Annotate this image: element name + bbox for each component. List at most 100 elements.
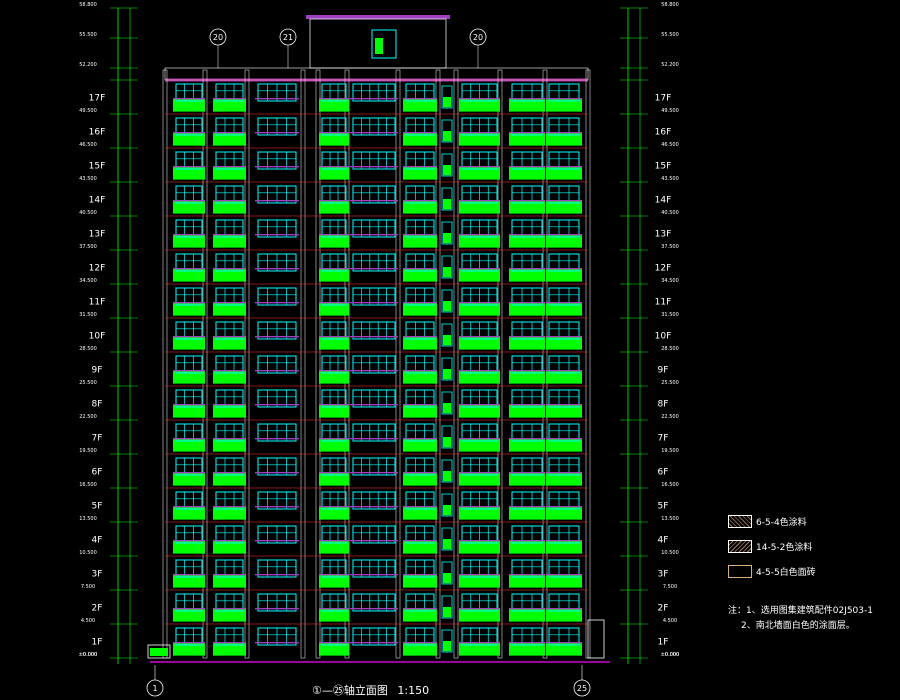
window xyxy=(405,321,435,340)
balcony-panel xyxy=(509,302,545,316)
window xyxy=(511,219,543,238)
note-line-2: 2、南北墙面白色的涂面层。 xyxy=(741,621,855,631)
floor-label: 14F xyxy=(89,195,106,205)
stair-panel xyxy=(443,165,451,176)
window xyxy=(215,559,244,578)
pilaster xyxy=(542,69,548,659)
floor-label: 9F xyxy=(92,365,103,375)
window xyxy=(215,627,244,646)
floor-label: 15F xyxy=(655,161,672,171)
window xyxy=(215,287,244,306)
elevation-label: 46.500 xyxy=(79,142,97,148)
window xyxy=(175,151,203,170)
elevation-label: 28.500 xyxy=(661,346,679,352)
window xyxy=(352,117,396,136)
elevation-label: 52.200 xyxy=(79,62,97,68)
balcony-panel xyxy=(173,166,205,180)
balcony-panel xyxy=(213,472,246,486)
balcony-panel xyxy=(319,438,349,452)
window xyxy=(405,423,435,442)
elevation-label: 25.500 xyxy=(79,380,97,386)
elevation-label: 34.500 xyxy=(79,278,97,284)
window xyxy=(321,593,347,612)
balcony-panel xyxy=(546,268,582,282)
balcony-panel xyxy=(509,404,545,418)
balcony-panel xyxy=(459,166,500,180)
balcony-panel xyxy=(546,200,582,214)
window xyxy=(511,117,543,136)
balcony-panel xyxy=(546,404,582,418)
window xyxy=(175,83,203,102)
roof-cap xyxy=(306,15,450,19)
floor-label: 4F xyxy=(92,535,103,545)
balcony-panel xyxy=(509,200,545,214)
stair-panel xyxy=(443,539,451,550)
window xyxy=(175,321,203,340)
balcony-panel xyxy=(403,642,437,656)
entry-left xyxy=(147,644,171,659)
window xyxy=(321,321,347,340)
axis-top-b-label: 21 xyxy=(283,33,293,42)
window xyxy=(511,423,543,442)
window xyxy=(511,321,543,340)
balcony-panel xyxy=(173,268,205,282)
window xyxy=(405,627,435,646)
window xyxy=(548,389,580,408)
stair-panel xyxy=(443,369,451,380)
balcony-panel xyxy=(546,574,582,588)
balcony-panel xyxy=(173,302,205,316)
elevation-label: 28.500 xyxy=(79,346,97,352)
window xyxy=(511,151,543,170)
balcony-panel xyxy=(173,98,205,112)
balcony-panel xyxy=(173,200,205,214)
balcony-panel xyxy=(403,472,437,486)
legend-swatch-paint-a xyxy=(728,515,752,528)
balcony-panel xyxy=(213,506,246,520)
balcony-panel xyxy=(459,574,500,588)
floor-label: 11F xyxy=(89,297,106,307)
stair-panel xyxy=(443,97,451,108)
stair-panel xyxy=(443,233,451,244)
window xyxy=(175,355,203,374)
floor-label: 15F xyxy=(89,161,106,171)
window xyxy=(215,185,244,204)
balcony-panel xyxy=(403,336,437,350)
right-dimension-column: 17F49.50016F46.50015F43.50014F40.50013F3… xyxy=(620,2,679,664)
window xyxy=(321,253,347,272)
stair-panel xyxy=(443,437,451,448)
balcony-panel xyxy=(319,642,349,656)
balcony-panel xyxy=(403,506,437,520)
window xyxy=(321,457,347,476)
stair-window xyxy=(441,527,453,551)
floor-label: 6F xyxy=(658,467,669,477)
entry-right xyxy=(587,619,605,659)
balcony-panel xyxy=(213,540,246,554)
legend-label-paint-b: 14-5-2色涂料 xyxy=(756,543,813,553)
stair-panel xyxy=(443,573,451,584)
stair-window xyxy=(441,425,453,449)
pilaster xyxy=(244,69,250,659)
balcony-panel xyxy=(213,200,246,214)
balcony-panel xyxy=(459,438,500,452)
balcony-panel xyxy=(509,166,545,180)
floor-label: 9F xyxy=(658,365,669,375)
balcony-panel xyxy=(509,540,545,554)
stair-panel xyxy=(443,131,451,142)
floor-label: 13F xyxy=(89,229,106,239)
floor-label: 1F xyxy=(92,637,103,647)
balcony-panel xyxy=(213,98,246,112)
window xyxy=(511,253,543,272)
stair-panel xyxy=(443,267,451,278)
elevation-label: 46.500 xyxy=(661,142,679,148)
legend-label-tile: 4-5-5白色面砖 xyxy=(756,568,816,578)
axis-right-label: 25 xyxy=(577,684,587,693)
stair-panel xyxy=(443,641,451,652)
window xyxy=(548,355,580,374)
balcony-panel xyxy=(319,336,349,350)
stair-panel xyxy=(443,471,451,482)
window xyxy=(405,151,435,170)
drawing-scale: 1:150 xyxy=(397,684,430,697)
legend-swatch-paint-b xyxy=(728,540,752,553)
balcony-panel xyxy=(509,642,545,656)
pilaster xyxy=(585,69,591,659)
